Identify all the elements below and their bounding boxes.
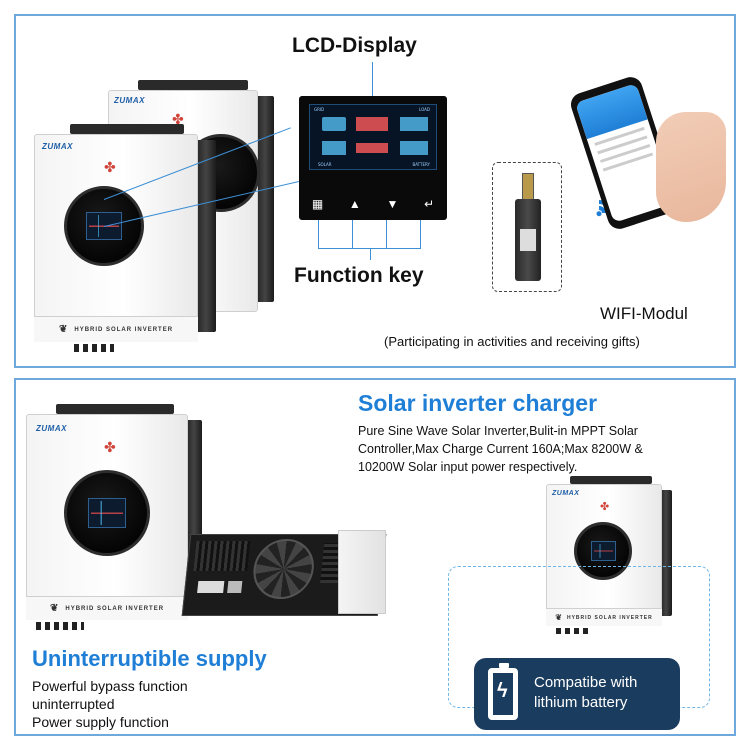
flower-logo-icon: ✤ [600,501,610,513]
top-panel: ZUMAX ✤ ZUMAX ✤ ❦ HYBRID SOLAR INVERTER … [14,14,736,368]
down-key-icon[interactable]: ▼ [386,197,399,211]
charger-desc-line-1: Pure Sine Wave Solar Inverter,Bulit-in M… [358,424,638,438]
menu-key-icon[interactable]: ▦ [311,197,324,211]
enter-key-icon[interactable]: ↵ [424,197,435,211]
hand [656,112,726,222]
ups-line-1: Powerful bypass function [32,678,188,694]
flower-logo-icon: ✤ [104,439,116,455]
lcd-grid-label: GRID [314,107,325,112]
brand-logo: ZUMAX [42,142,73,151]
wifi-module-subtitle: (Participating in activities and receivi… [384,334,640,349]
flower-logo-icon: ✤ [104,159,116,175]
inverter-small: ZUMAX ✤ ❦ HYBRID SOLAR INVERTER [546,476,672,634]
battery-icon: ϟ [488,663,518,720]
inverter-large: ZUMAX ✤ ❦ HYBRID SOLAR INVERTER [26,404,202,630]
brand-logo: ZUMAX [36,424,67,433]
charger-title: Solar inverter charger [358,390,598,416]
lcd-solar-label: SOLAR [318,162,332,167]
leaf-icon: ❦ [49,603,60,614]
battery-badge-line-2: lithium battery [534,694,628,711]
flower-logo-icon: ✤ [172,111,184,127]
battery-badge: ϟ Compatibe with lithium battery [474,658,680,730]
wifi-module-stick [515,173,541,281]
function-key-title: Function key [294,264,424,287]
ups-line-3: Power supply function [32,714,169,730]
lcd-screen: GRID LOAD SOLAR BATTERY [309,104,437,170]
bottom-panel: ZUMAX ✤ ❦ HYBRID SOLAR INVERTER Solar in… [14,378,736,736]
lcd-load-label: LOAD [419,107,430,112]
lcd-display: GRID LOAD SOLAR BATTERY ▦ ▲ ▼ ↵ [299,96,447,220]
lcd-battery-label: BATTERY [412,162,430,167]
inverter-front: ZUMAX ✤ ❦ HYBRID SOLAR INVERTER [34,124,216,352]
wifi-module-title: WIFI-Modul [600,304,688,323]
ups-line-2: uninterrupted [32,696,115,712]
brand-logo: ZUMAX [114,96,145,105]
wifi-module-box [492,162,562,292]
ups-title: Uninterruptible supply [32,646,267,671]
leaf-icon: ❦ [58,324,69,335]
brand-logo: ZUMAX [552,490,580,497]
charger-desc-line-3: 10200W Solar input power respectively. [358,460,578,474]
inverter-label: HYBRID SOLAR INVERTER [74,326,174,333]
battery-badge-line-1: Compatibe with [534,674,638,691]
charger-desc-line-2: Controller,Max Charge Current 160A;Max 8… [358,442,643,456]
inverter-label: HYBRID SOLAR INVERTER [566,614,653,621]
up-key-icon[interactable]: ▲ [348,197,361,211]
inverter-label: HYBRID SOLAR INVERTER [65,605,165,612]
lcd-display-title: LCD-Display [292,34,417,57]
leaf-icon: ❦ [555,613,563,622]
